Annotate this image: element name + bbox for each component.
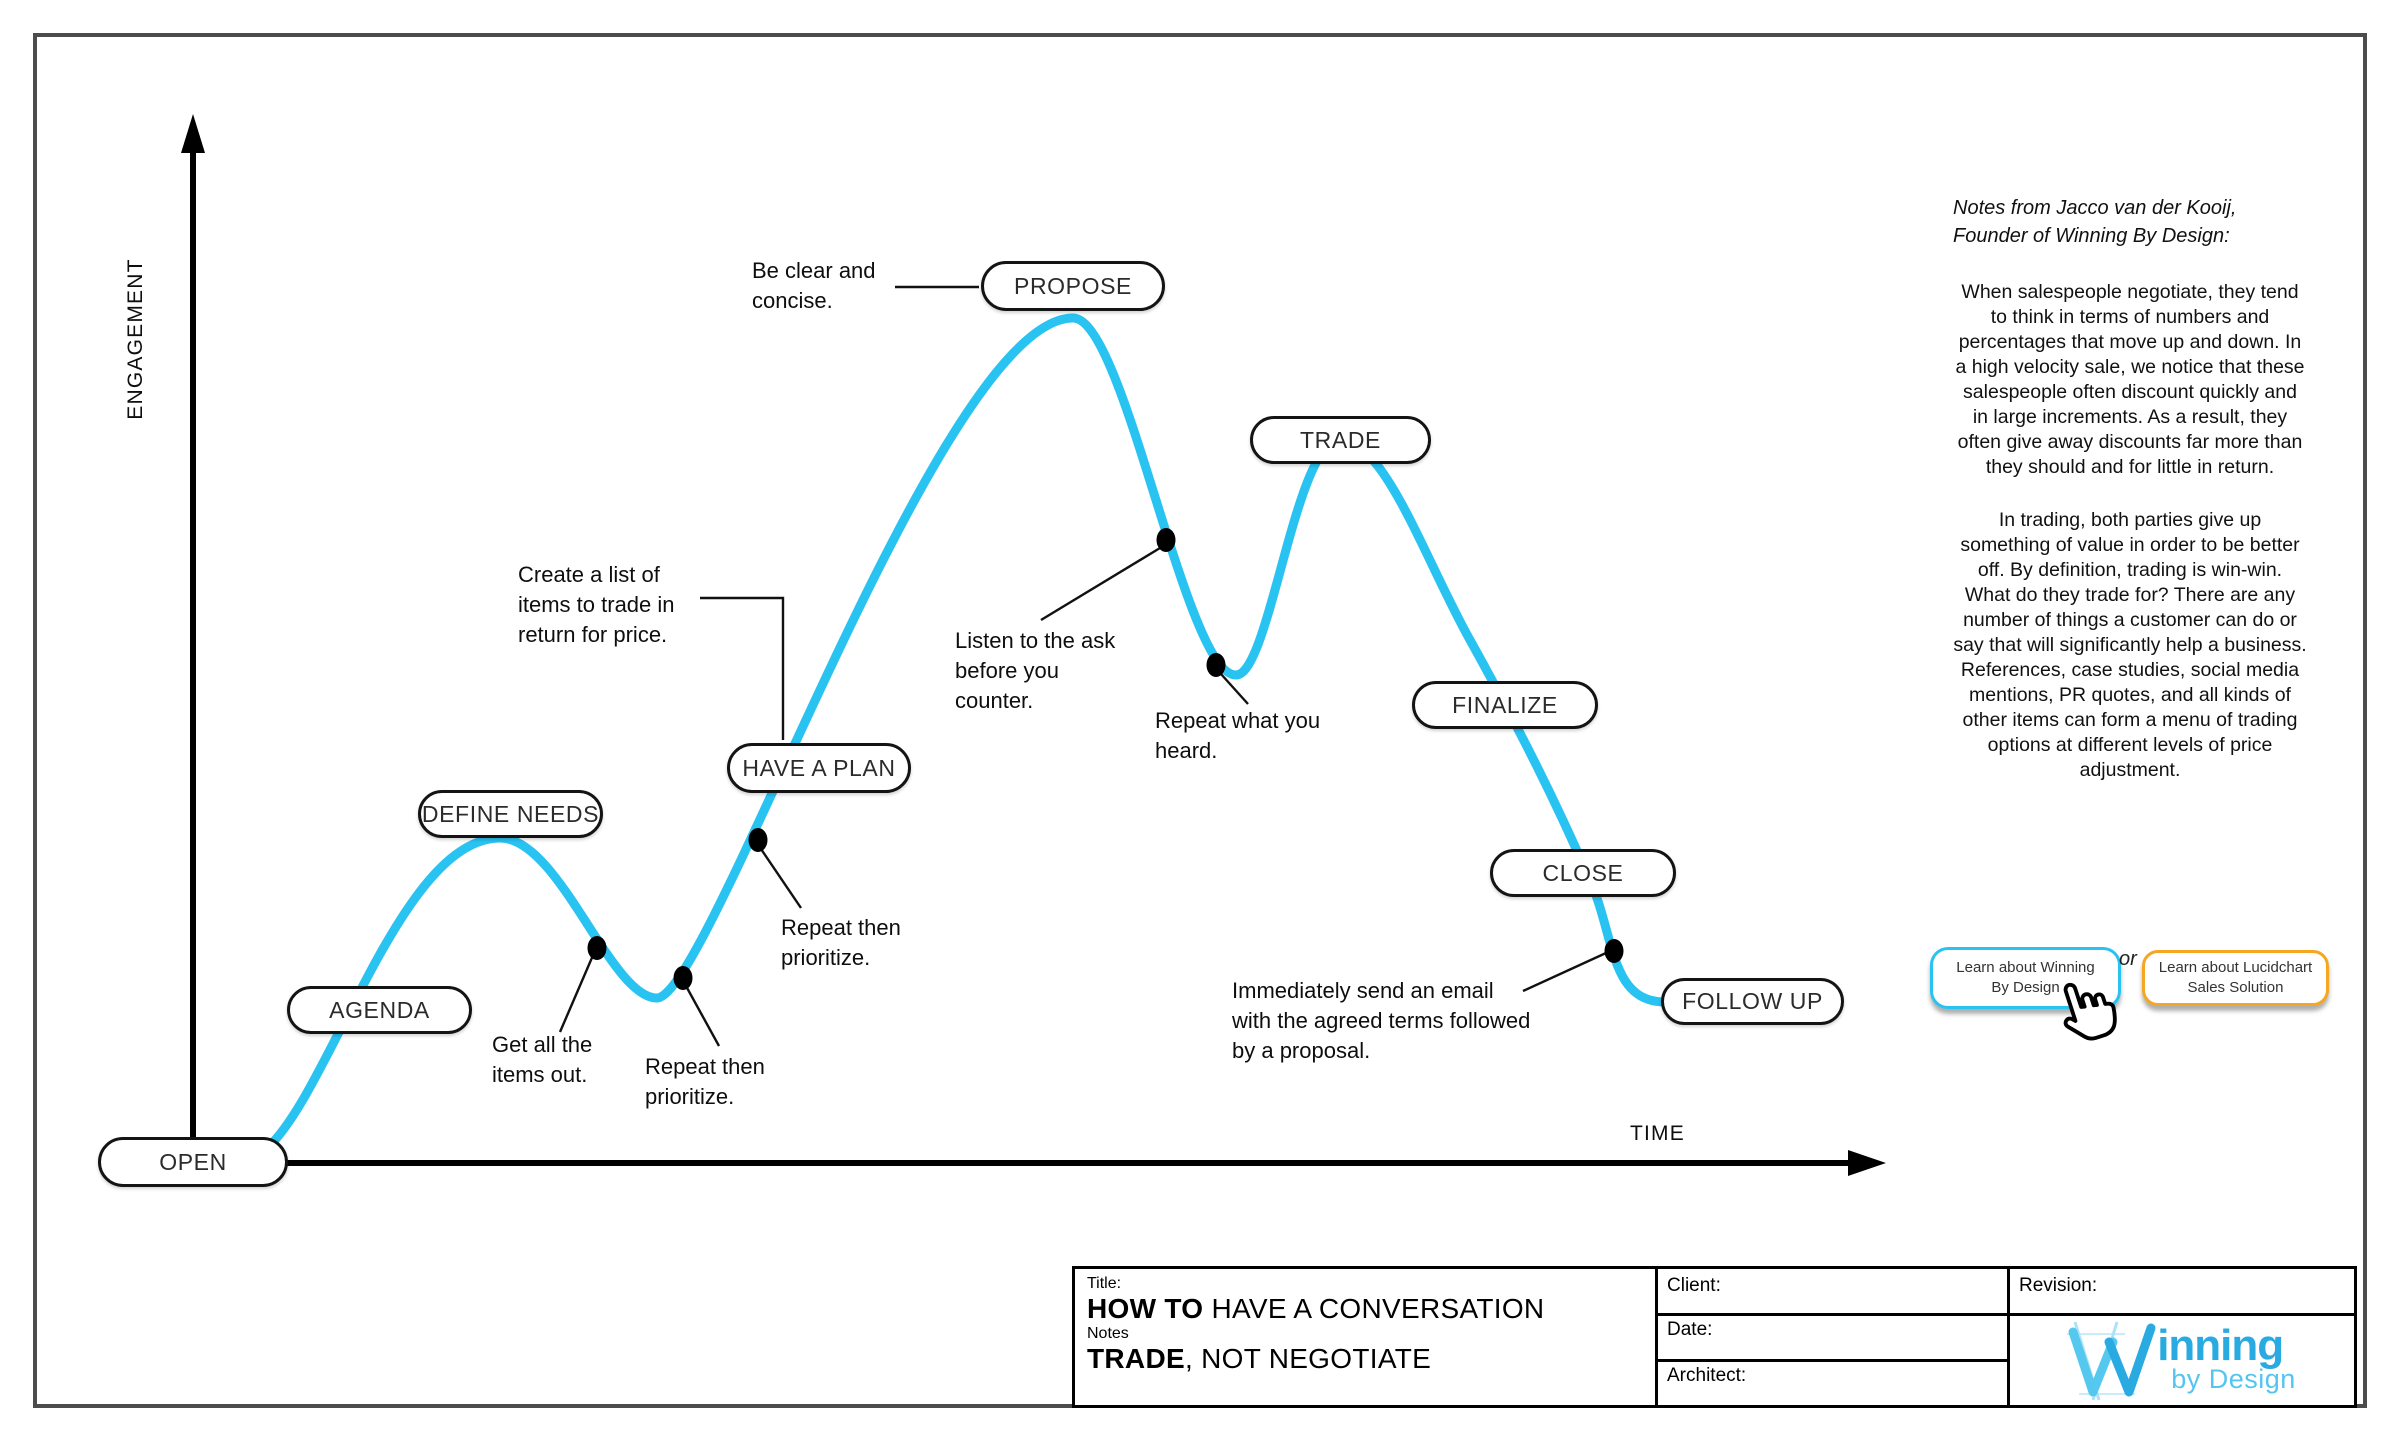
notes-label: Notes xyxy=(1087,1325,1129,1342)
title-block-divider xyxy=(1655,1269,1658,1405)
stage-pill-agenda: AGENDA xyxy=(287,986,472,1034)
title-block-divider xyxy=(2007,1269,2010,1405)
architect-field: Architect: xyxy=(1667,1365,1747,1386)
winning-by-design-logo: inning by Design xyxy=(2007,1317,2354,1405)
client-field: Client: xyxy=(1667,1275,1721,1296)
title-block: Title: HOW TO HAVE A CONVERSATION Notes … xyxy=(1072,1266,2357,1408)
learn-about-lucidchart-button[interactable]: Learn about Lucidchart Sales Solution xyxy=(2142,950,2329,1006)
annotation-get-all: Get all the items out. xyxy=(492,1032,593,1087)
document-title: HOW TO HAVE A CONVERSATION xyxy=(1087,1293,1643,1325)
stage-pill-have-a-plan: HAVE A PLAN xyxy=(727,743,911,793)
stage-pill-define-needs: DEFINE NEEDS xyxy=(418,790,603,838)
cta-or-text: or xyxy=(2119,948,2137,970)
stage-pill-close: CLOSE xyxy=(1490,849,1676,897)
title-block-divider xyxy=(2007,1313,2354,1316)
title-block-divider xyxy=(1655,1313,2007,1316)
notes-paragraph-2: In trading, both parties give up somethi… xyxy=(1953,509,2307,781)
document-subtitle: TRADE, NOT NEGOTIATE xyxy=(1087,1343,1643,1375)
annotation-repeat-heard: Repeat what you heard. xyxy=(1155,708,1321,763)
notes-panel: Notes from Jacco van der Kooij, Founder … xyxy=(1953,194,2307,811)
stage-pill-open: OPEN xyxy=(98,1137,288,1187)
annotation-repeat-prioritize-1: Repeat then prioritize. xyxy=(645,1054,765,1109)
annotation-be-clear: Be clear and concise. xyxy=(752,258,876,313)
pointer-hand-cursor-icon xyxy=(2043,970,2125,1054)
annotation-repeat-prioritize-2: Repeat then prioritize. xyxy=(781,915,901,970)
document-title-bold: HOW TO xyxy=(1087,1293,1204,1324)
annotation-create-list: Create a list of items to trade in retur… xyxy=(518,562,675,647)
stage-pill-finalize: FINALIZE xyxy=(1412,681,1598,729)
logo-text-main: inning xyxy=(2157,1320,2284,1370)
revision-field: Revision: xyxy=(2019,1275,2098,1296)
title-block-divider xyxy=(1655,1359,2007,1362)
stage-pill-follow-up: FOLLOW UP xyxy=(1661,978,1844,1025)
logo-text-sub: by Design xyxy=(2171,1364,2296,1395)
title-block-titles: Title: HOW TO HAVE A CONVERSATION Notes … xyxy=(1075,1269,1655,1405)
date-field: Date: xyxy=(1667,1319,1713,1340)
x-axis-label: TIME xyxy=(1630,1122,1685,1145)
notes-paragraph-1: When salespeople negotiate, they tend to… xyxy=(1955,281,2305,478)
title-label: Title: xyxy=(1087,1275,1122,1292)
logo-w-icon xyxy=(2067,1321,2156,1401)
document-subtitle-bold: TRADE xyxy=(1087,1343,1185,1374)
y-axis-label: ENGAGEMENT xyxy=(124,258,147,420)
stage-pill-trade: TRADE xyxy=(1250,416,1431,464)
document-title-rest: HAVE A CONVERSATION xyxy=(1203,1293,1545,1324)
stage-pill-propose: PROPOSE xyxy=(981,261,1165,311)
annotation-send-email: Immediately send an email with the agree… xyxy=(1232,978,1531,1063)
notes-heading: Notes from Jacco van der Kooij, Founder … xyxy=(1953,197,2237,247)
annotation-listen-ask: Listen to the ask before you counter. xyxy=(955,628,1116,713)
document-subtitle-rest: , NOT NEGOTIATE xyxy=(1184,1343,1432,1374)
